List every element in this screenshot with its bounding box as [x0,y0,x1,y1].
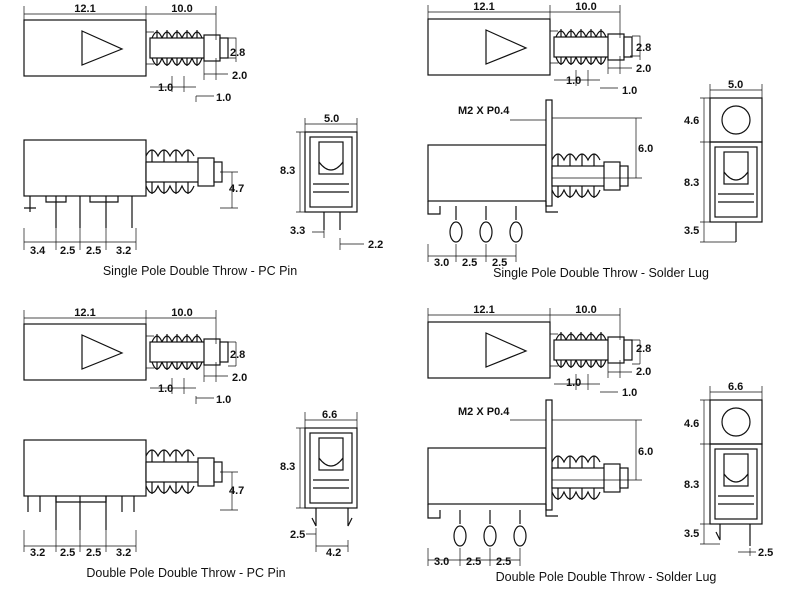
dim-button-height: 2.8 [230,47,245,59]
panel-dpdt-pc-pin: 12.1 10.0 2.8 2.0 1.0 1.0 4.7 3.2 2.5 2.… [23,307,358,580]
dim-lug-spacing-2: 2.5 [462,257,477,269]
end-view: 5.0 8.3 3.3 2.2 [280,113,383,251]
dim-pitch-a: 1.0 [566,377,581,389]
dim-pitch-b: 1.0 [216,394,231,406]
dim-pin-offset: 2.5 [290,529,305,541]
dim-end-width: 6.6 [728,381,743,393]
dim-pin-spacing-2: 2.5 [60,245,75,257]
dim-pin-spacing-1: 3.2 [30,547,45,559]
end-view: 6.6 8.3 2.5 4.2 [280,409,358,559]
caption: Single Pole Double Throw - Solder Lug [493,266,709,280]
side-view: 4.7 3.4 2.5 2.5 3.2 [23,139,244,257]
dim-stroke-length: 10.0 [575,304,596,316]
dim-lug-spacing-3: 2.5 [496,556,511,568]
dim-button-width: 2.0 [232,70,247,82]
dim-end-pin-spacing: 2.2 [368,239,383,251]
dim-button-height: 2.8 [636,343,651,355]
dim-pin-offset: 3.3 [290,225,305,237]
dim-button-height: 2.8 [230,349,245,361]
caption: Single Pole Double Throw - PC Pin [103,264,297,278]
top-view [23,323,229,381]
dim-hole-height: 4.6 [684,115,699,127]
thread-label: M2 X P0.4 [458,105,510,117]
dim-end-pin-spacing: 2.5 [758,547,773,559]
dim-side-height: 6.0 [638,446,653,458]
end-view: 6.6 4.6 8.3 3.5 2.5 [684,381,773,559]
caption: Double Pole Double Throw - Solder Lug [496,570,717,584]
dim-lug-length: 3.5 [684,225,699,237]
thread-label: M2 X P0.4 [458,406,510,418]
dim-end-pin-spacing: 4.2 [326,547,341,559]
dim-end-width: 5.0 [324,113,339,125]
dim-button-width: 2.0 [636,63,651,75]
dim-lug-spacing-2: 2.5 [466,556,481,568]
dim-pitch-b: 1.0 [622,85,637,97]
dim-body-length: 12.1 [74,307,95,319]
dim-stroke-length: 10.0 [575,1,596,13]
dim-side-height: 4.7 [229,183,244,195]
dim-pitch-a: 1.0 [158,82,173,94]
panel-spdt-pc-pin: 12.1 10.0 2.8 2.0 1.0 1.0 4.7 3.4 2.5 2.… [23,3,383,278]
dim-stroke-length: 10.0 [171,3,192,15]
dim-pin-spacing-3: 2.5 [86,245,101,257]
dim-lug-spacing-1: 3.0 [434,556,449,568]
dim-button-height: 2.8 [636,42,651,54]
dim-lug-spacing-1: 3.0 [434,257,449,269]
panel-spdt-solder-lug: 12.1 10.0 2.8 2.0 1.0 1.0 M2 X P0.4 6.0 … [427,1,763,280]
dim-body-length: 12.1 [473,1,494,13]
dim-pin-spacing-2: 2.5 [60,547,75,559]
dim-hole-height: 4.6 [684,418,699,430]
dim-side-height: 6.0 [638,143,653,155]
end-view: 5.0 4.6 8.3 3.5 [684,79,763,243]
top-view [427,18,633,76]
dim-button-width: 2.0 [636,366,651,378]
dim-body-length: 12.1 [473,304,494,316]
caption: Double Pole Double Throw - PC Pin [86,566,285,580]
dim-end-height: 8.3 [280,165,295,177]
dim-body-length: 12.1 [74,3,95,15]
dim-pitch-a: 1.0 [566,75,581,87]
side-view: 4.7 3.2 2.5 2.5 3.2 [23,439,244,559]
dim-pin-spacing-3: 2.5 [86,547,101,559]
top-view [427,321,633,379]
side-view: M2 X P0.4 6.0 3.0 2.5 2.5 [427,99,653,269]
dim-stroke-length: 10.0 [171,307,192,319]
dim-pitch-a: 1.0 [158,383,173,395]
panel-dpdt-solder-lug: 12.1 10.0 2.8 2.0 1.0 1.0 M2 X P0.4 6.0 … [427,304,773,584]
dim-end-width: 6.6 [322,409,337,421]
dim-pitch-b: 1.0 [216,92,231,104]
top-view [23,19,229,77]
dim-pin-spacing-1: 3.4 [30,245,46,257]
dim-pin-spacing-4: 3.2 [116,547,131,559]
dim-button-width: 2.0 [232,372,247,384]
dim-lug-length: 3.5 [684,528,699,540]
dim-end-width: 5.0 [728,79,743,91]
dim-pitch-b: 1.0 [622,387,637,399]
dim-pin-spacing-4: 3.2 [116,245,131,257]
dim-end-height: 8.3 [280,461,295,473]
dim-end-height: 8.3 [684,177,699,189]
dim-side-height: 4.7 [229,485,244,497]
dim-lug-spacing-3: 2.5 [492,257,507,269]
dim-end-height: 8.3 [684,479,699,491]
side-view: M2 X P0.4 6.0 3.0 2.5 2.5 [427,399,653,568]
